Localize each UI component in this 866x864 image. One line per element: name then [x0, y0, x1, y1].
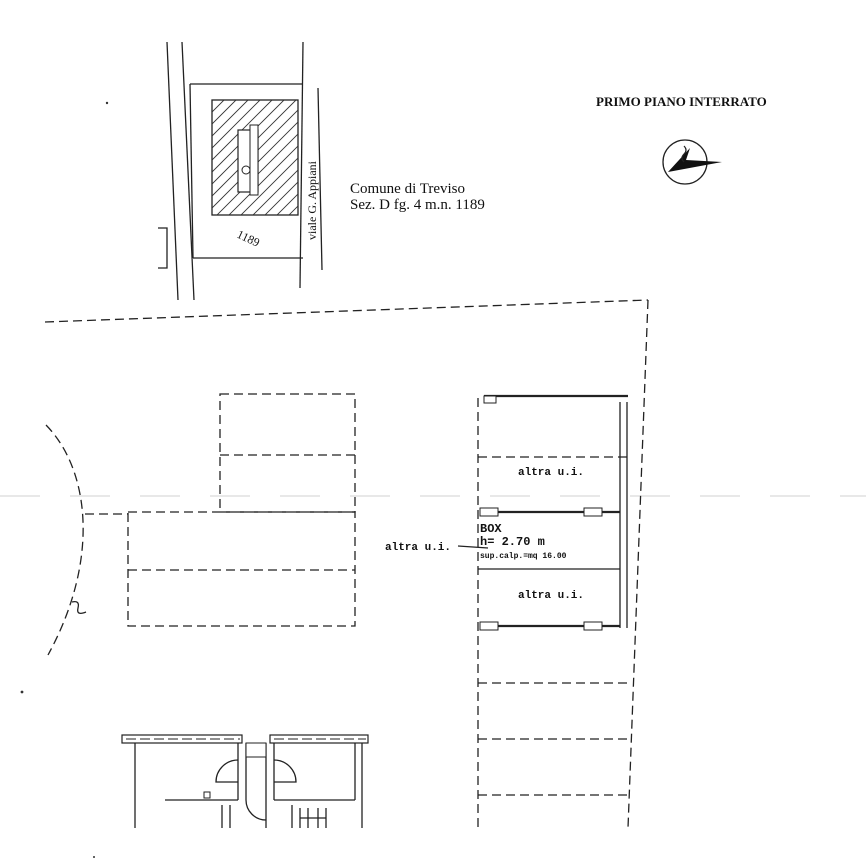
- building-footprint: [211, 99, 299, 216]
- other-unit-label-center: altra u.i.: [385, 542, 451, 554]
- garage-row: [477, 394, 628, 828]
- box-title: BOX: [480, 522, 502, 536]
- street-name-label: viale G. Appiani: [305, 160, 319, 240]
- parking-block-left: [127, 393, 356, 627]
- municipality-label: Comune di Treviso: [350, 181, 465, 197]
- box-area: sup.calp.=mq 16.00: [480, 552, 567, 561]
- floor-title: PRIMO PIANO INTERRATO: [596, 94, 767, 109]
- north-arrow-icon: [662, 139, 722, 185]
- site-boundary: [44, 299, 649, 829]
- location-map: 1189 viale G. Appiani: [158, 41, 323, 301]
- other-unit-label-bottom: altra u.i.: [518, 590, 584, 602]
- stair-core: [121, 734, 369, 828]
- box-height: h= 2.70 m: [480, 535, 545, 549]
- other-unit-label-top: altra u.i.: [518, 467, 584, 479]
- parcel-number-label: 1189: [235, 227, 262, 250]
- cadastral-reference: Sez. D fg. 4 m.n. 1189: [350, 197, 485, 213]
